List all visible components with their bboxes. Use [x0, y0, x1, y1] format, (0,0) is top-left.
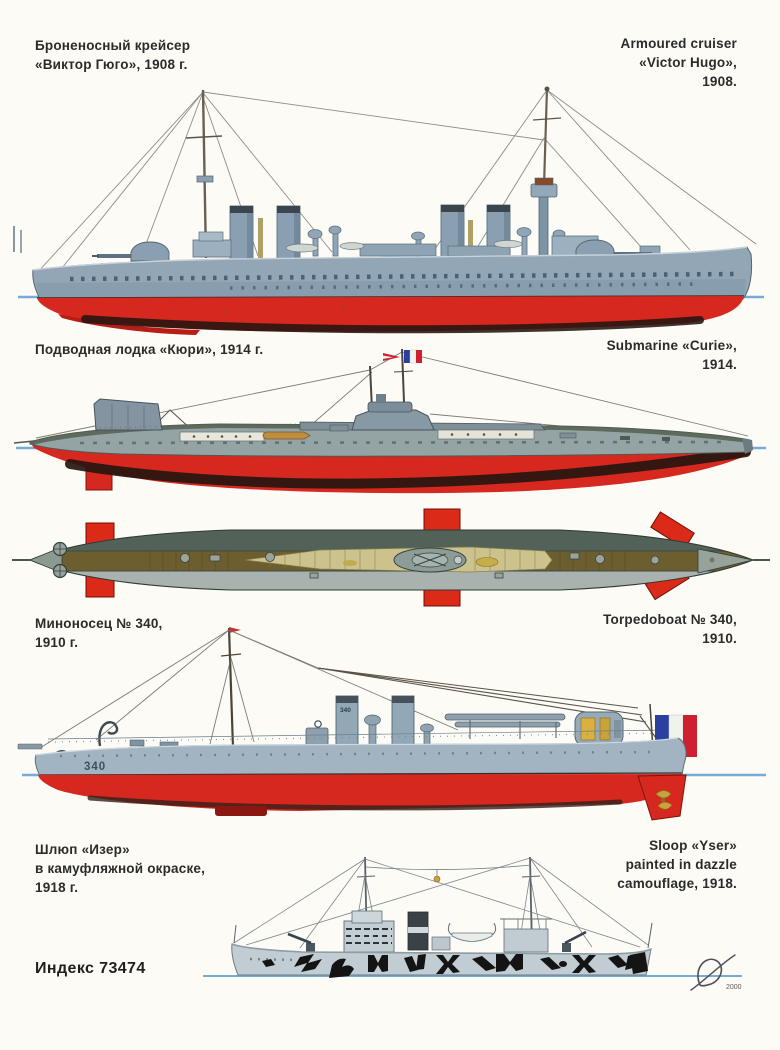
torpedoboat-illustration: 340	[17, 627, 766, 821]
conning-tower-plan	[343, 547, 499, 573]
caption-torpedoboat-en: Torpedoboat № 340, 1910.	[603, 610, 737, 648]
rigging	[39, 629, 459, 749]
caption-line: 1908.	[702, 74, 737, 89]
caption-line: «Victor Hugo»,	[639, 55, 737, 70]
caption-cruiser-en: Armoured cruiser «Victor Hugo», 1908.	[621, 34, 738, 91]
caption-line: Sloop «Yser»	[649, 838, 737, 853]
caption-line: в камуфляжной окраске,	[35, 861, 206, 876]
hatches	[180, 552, 660, 579]
caption-line: Подводная лодка «Кюри», 1914 г.	[35, 342, 264, 357]
conning-tower	[351, 394, 435, 431]
caption-line: painted in dazzle	[625, 857, 737, 872]
french-flag	[404, 349, 422, 364]
funnel	[407, 911, 429, 951]
masthead-ball	[433, 875, 441, 883]
caption-submarine-ru: Подводная лодка «Кюри», 1914 г.	[35, 340, 263, 359]
deck-fittings	[17, 711, 669, 755]
caption-line: Броненосный крейсер	[35, 38, 191, 53]
hull-number-text: 340	[84, 761, 106, 773]
mainmast	[530, 86, 562, 261]
caption-line: Armoured cruiser	[620, 36, 737, 51]
caption-sloop-en: Sloop «Yser» painted in dazzle camouflag…	[617, 836, 737, 893]
rigging	[35, 89, 757, 275]
pennant	[383, 353, 400, 361]
caption-torpedoboat-ru: Миноносец № 340, 1910 г.	[35, 614, 163, 652]
ventilators	[307, 225, 566, 257]
caption-line: Torpedoboat № 340,	[603, 612, 737, 627]
stern-cockpit	[574, 711, 624, 747]
caption-line: 1910.	[702, 631, 737, 646]
caption-line: Миноносец № 340,	[35, 616, 163, 631]
fore-gun	[287, 932, 315, 952]
artist-year: 2000	[726, 984, 742, 991]
stern-plan	[697, 548, 770, 574]
caption-sloop-ru: Шлюп «Изер» в камуфляжной окраске, 1918 …	[35, 840, 205, 897]
submarine-plan-illustration	[12, 508, 770, 607]
funnel-number-text: 340	[340, 707, 351, 714]
aft-gun	[562, 930, 587, 952]
foremast	[185, 89, 223, 259]
artist-monogram: 2000	[690, 954, 742, 991]
submarine-side-illustration	[13, 348, 766, 494]
hull	[32, 246, 753, 335]
bow-plan	[12, 541, 68, 579]
lifeboat	[447, 922, 497, 942]
funnels: 340	[335, 695, 434, 749]
superstructure	[287, 910, 587, 953]
caption-submarine-en: Submarine «Curie», 1914.	[607, 336, 737, 374]
dazzle-camouflage	[262, 952, 648, 978]
caption-line: «Виктор Гюго», 1908 г.	[35, 57, 188, 72]
caption-line: Шлюп «Изер»	[35, 842, 130, 857]
caption-line: 1910 г.	[35, 635, 79, 650]
hull	[13, 423, 753, 494]
sloop-illustration	[203, 856, 742, 978]
rudder-propeller	[637, 774, 687, 821]
aft-deckhouse	[500, 918, 552, 953]
caption-line: 1918 г.	[35, 880, 79, 895]
armoured-cruiser-illustration	[13, 86, 764, 335]
caption-line: 1914.	[702, 357, 737, 372]
hull: 340	[34, 737, 687, 816]
hull	[231, 943, 652, 978]
caption-line: Submarine «Curie»,	[606, 338, 737, 353]
caption-line: camouflage, 1918.	[617, 876, 737, 891]
caption-cruiser-ru: Броненосный крейсер «Виктор Гюго», 1908 …	[35, 36, 190, 74]
index-label: Индекс 73474	[35, 960, 146, 977]
superstructure	[192, 231, 661, 258]
